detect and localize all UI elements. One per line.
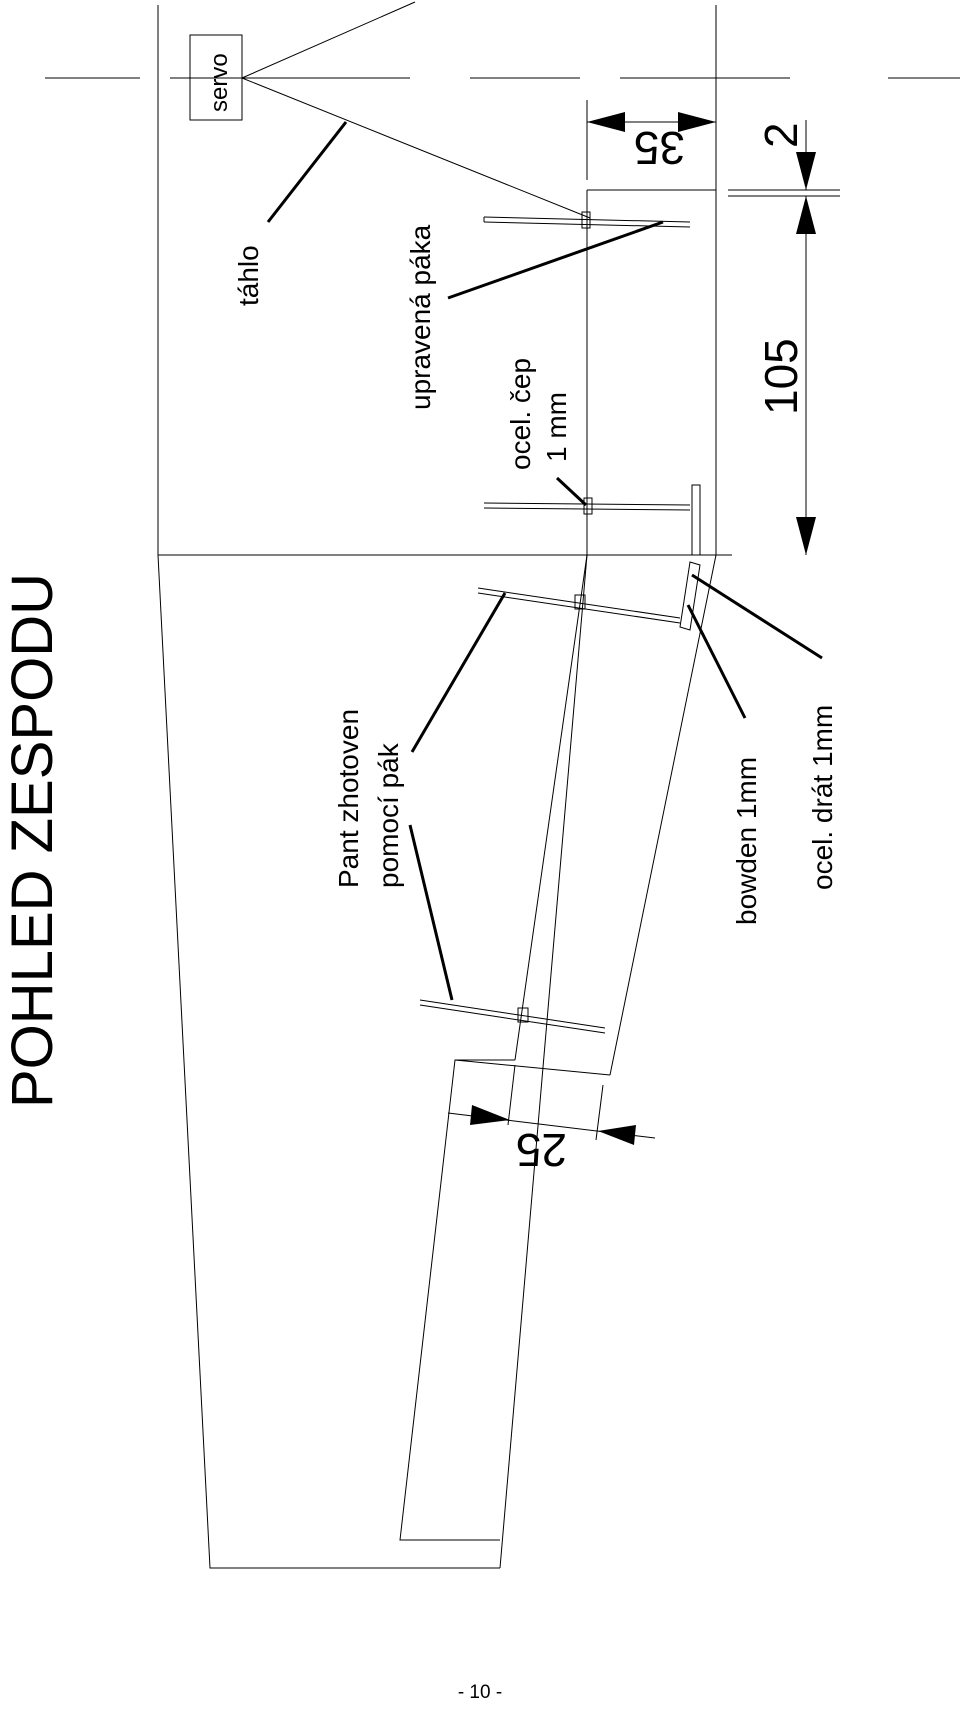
dimension-25: 25: [447, 1064, 656, 1176]
ocel-cep-label-1: ocel. čep: [505, 358, 536, 470]
dimension-2-label: 2: [755, 122, 807, 148]
servo-label: servo: [206, 53, 233, 112]
page-number: - 10 -: [457, 1682, 503, 1703]
dimension-35-label: 35: [634, 122, 685, 174]
ocel-cep-label-2: 1 mm: [541, 392, 572, 462]
dimension-105: 105: [755, 196, 816, 555]
label-ocel-cep: ocel. čep 1 mm: [505, 358, 588, 507]
drawing-title: POHLED ZESPODU: [0, 573, 65, 1108]
control-horn-lower: [483, 484, 701, 556]
pant-label-2: pomocí pák: [373, 742, 404, 888]
wing-panel-outline: [157, 554, 717, 1569]
dimension-105-label: 105: [755, 338, 807, 415]
pushrod: [241, 1, 591, 219]
label-upravena-paka: upravená páka: [405, 220, 664, 410]
hinge-horn-2: [419, 999, 606, 1034]
label-tahlo: táhlo: [233, 121, 348, 306]
label-bowden: bowden 1mm: [686, 604, 762, 925]
hinge-horn-1: [477, 561, 701, 631]
dimension-35: 35: [586, 100, 717, 180]
upravena-paka-label: upravená páka: [405, 224, 436, 410]
tahlo-label: táhlo: [233, 245, 264, 306]
label-pant: Pant zhotoven pomocí pák: [333, 592, 507, 1001]
dimension-2: 2: [728, 120, 840, 197]
ocel-drat-label: ocel. drát 1mm: [807, 705, 838, 890]
pant-label-1: Pant zhotoven: [333, 709, 364, 888]
dimension-25-label: 25: [516, 1124, 567, 1176]
label-ocel-drat: ocel. drát 1mm: [691, 573, 838, 890]
bowden-label: bowden 1mm: [731, 757, 762, 925]
wing-root-outline: [157, 5, 732, 556]
